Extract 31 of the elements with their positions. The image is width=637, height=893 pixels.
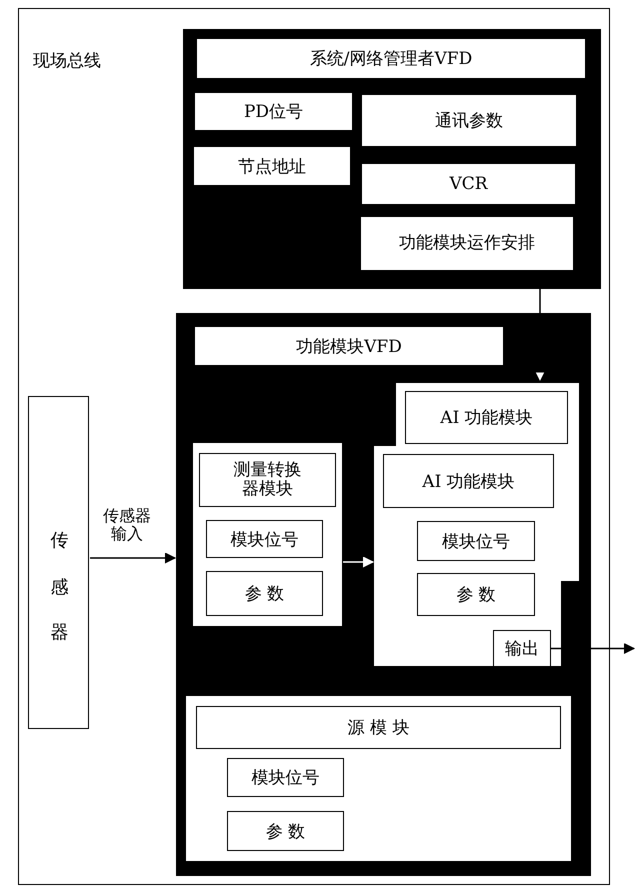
arrow xyxy=(343,556,374,568)
module-box: 模块位号 xyxy=(417,521,535,561)
label-box: PD位号 xyxy=(194,92,353,131)
module-box: AI 功能模块 xyxy=(405,391,568,444)
module-box: 参 数 xyxy=(417,573,535,616)
label-box: 系统/网络管理者VFD xyxy=(196,38,586,79)
module-box: AI 功能模块 xyxy=(383,454,554,508)
module-box: 模块位号 xyxy=(206,520,323,558)
module-box: 参 数 xyxy=(206,571,323,616)
module-panel xyxy=(193,443,342,626)
label-box: 节点地址 xyxy=(193,146,351,186)
module-box: 源 模 块 xyxy=(196,706,561,749)
module-panel xyxy=(374,446,561,666)
fieldbus-frame xyxy=(18,8,610,885)
sensor-box: 传感器 xyxy=(28,396,89,729)
label-box: 功能模块运作安排 xyxy=(360,216,574,271)
label-box: 功能模块VFD xyxy=(194,326,504,366)
module-box: 参 数 xyxy=(227,811,344,851)
module-box: 模块位号 xyxy=(227,758,344,797)
heading: 现场总线 xyxy=(33,50,101,72)
block-panel xyxy=(176,313,591,876)
block-panel xyxy=(183,29,601,289)
arrow xyxy=(534,289,546,382)
arrow xyxy=(90,552,176,564)
label-box: VCR xyxy=(361,163,576,205)
module-panel xyxy=(396,383,579,446)
module-panel xyxy=(186,696,571,861)
label-box: 通讯参数 xyxy=(361,94,577,147)
module-box: 输出 xyxy=(493,630,551,667)
module-box: 测量转换器模块 xyxy=(199,453,336,507)
arrow xyxy=(551,643,634,654)
